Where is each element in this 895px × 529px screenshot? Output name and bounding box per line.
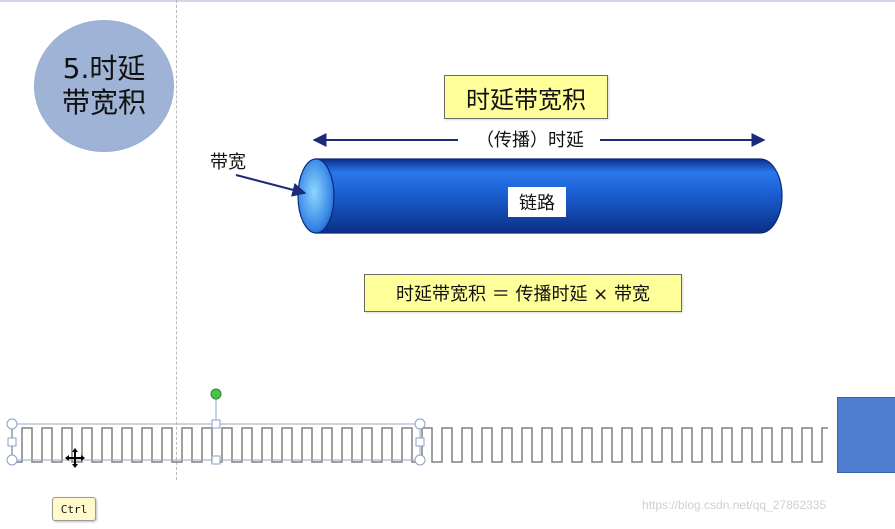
resize-handle-bottom-right[interactable] (414, 454, 426, 466)
resize-handle-right-mid[interactable] (415, 437, 425, 447)
watermark-text: https://blog.csdn.net/qq_27862335 (642, 498, 827, 512)
bandwidth-pointer-arrow (235, 174, 307, 197)
resize-handle-top-mid[interactable] (211, 419, 221, 429)
resize-handle-bottom-left[interactable] (6, 454, 18, 466)
propagation-delay-label: （传播）时延 (460, 128, 600, 151)
blue-square-shape[interactable] (837, 397, 895, 473)
dashed-guide-line (176, 0, 177, 480)
formula-box: 时延带宽积 ＝ 传播时延 × 带宽 (364, 274, 682, 312)
rotate-handle[interactable] (210, 388, 222, 400)
top-border-line (0, 0, 895, 2)
link-label: 链路 (508, 187, 566, 217)
section-title-line2: 带宽积 (61, 86, 146, 119)
title-box: 时延带宽积 (444, 75, 608, 119)
resize-handle-left-mid[interactable] (7, 437, 17, 447)
move-cursor-icon (65, 448, 85, 468)
resize-handle-top-left[interactable] (6, 418, 18, 430)
selection-frame[interactable] (6, 388, 426, 466)
resize-handle-top-right[interactable] (414, 418, 426, 430)
bandwidth-label: 带宽 (210, 152, 246, 173)
section-circle: 5.时延 带宽积 (34, 20, 174, 152)
resize-handle-bottom-mid[interactable] (211, 455, 221, 465)
section-title-line1: 5.时延 (62, 52, 146, 85)
ctrl-key-badge: Ctrl (52, 497, 96, 521)
